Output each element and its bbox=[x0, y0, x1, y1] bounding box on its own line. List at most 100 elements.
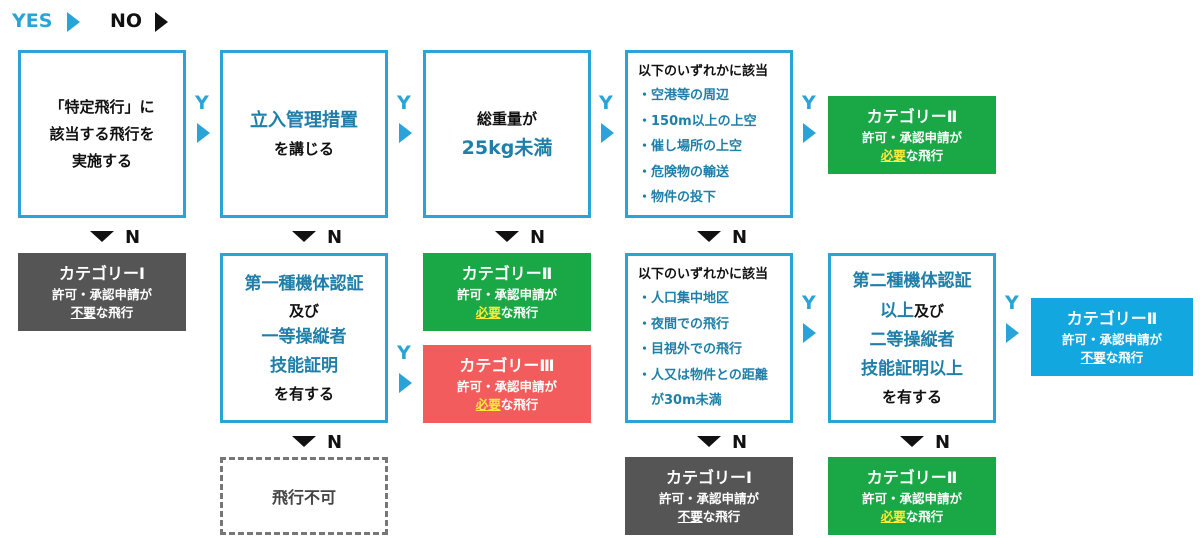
no-mark-4: N bbox=[732, 227, 748, 248]
q6-item: ・目視外での飛行 bbox=[638, 342, 743, 357]
q2-line2: を講じる bbox=[273, 139, 334, 158]
category-title: カテゴリーⅡ bbox=[1066, 309, 1158, 328]
q1-line2: 該当する飛行を bbox=[49, 124, 155, 143]
no-arrow-4-icon bbox=[697, 231, 721, 242]
required-word: 必要 bbox=[880, 148, 906, 163]
q5-class1-certification-box: 第一種機体認証 及び 一等操縦者 技能証明 を有する bbox=[220, 253, 388, 423]
yes-mark-7: Y bbox=[1005, 292, 1019, 314]
q4-title: 以下のいずれかに該当 bbox=[638, 64, 769, 79]
category-1-box-bottom: カテゴリーⅠ 許可・承認申請が 不要な飛行 bbox=[625, 457, 793, 535]
yes-arrow-6-icon bbox=[803, 323, 816, 343]
category-title: カテゴリーⅡ bbox=[866, 468, 958, 487]
q5-line4: 技能証明 bbox=[270, 355, 338, 376]
yes-arrow-3-icon bbox=[601, 123, 614, 143]
category-2-required-box-top: カテゴリーⅡ 許可・承認申請が 必要な飛行 bbox=[828, 96, 996, 174]
yes-mark-3: Y bbox=[599, 92, 613, 114]
q6-item: ・人又は物件との距離 bbox=[638, 367, 768, 383]
no-mark-6: N bbox=[732, 432, 748, 453]
category-2-required-box-mid: カテゴリーⅡ 許可・承認申請が 必要な飛行 bbox=[423, 253, 591, 331]
q7-line2b: 及び bbox=[913, 301, 944, 320]
category-1-box-left: カテゴリーⅠ 許可・承認申請が 不要な飛行 bbox=[18, 253, 186, 331]
category-title: カテゴリーⅠ bbox=[59, 264, 145, 283]
no-mark-1: N bbox=[125, 227, 141, 248]
category-2-required-box-bottom: カテゴリーⅡ 許可・承認申請が 必要な飛行 bbox=[828, 457, 996, 535]
q6-title: 以下のいずれかに該当 bbox=[638, 267, 769, 282]
required-word: 必要 bbox=[880, 509, 906, 524]
q3-line1: 総重量が bbox=[476, 109, 537, 128]
permit-text: 許可・承認申請が bbox=[51, 287, 152, 302]
legend-yes-label: YES bbox=[12, 10, 53, 32]
q4-item: ・150m以上の上空 bbox=[638, 113, 757, 129]
q5-line2: 及び bbox=[288, 301, 319, 320]
flight-suffix: な飛行 bbox=[500, 305, 539, 320]
category-3-box: カテゴリーⅢ 許可・承認申請が 必要な飛行 bbox=[423, 345, 591, 423]
yes-mark-4: Y bbox=[802, 92, 816, 114]
category-title: カテゴリーⅠ bbox=[666, 468, 752, 487]
q7-class2-certification-box: 第二種機体認証 以上及び 二等操縦者 技能証明以上 を有する bbox=[828, 253, 996, 423]
q5-line3: 一等操縦者 bbox=[261, 326, 347, 347]
unnecessary-word: 不要 bbox=[70, 305, 96, 320]
yes-mark-2: Y bbox=[397, 92, 411, 114]
no-arrow-2-icon bbox=[292, 231, 316, 242]
flight-suffix: な飛行 bbox=[1105, 350, 1144, 365]
q4-item: ・空港等の周辺 bbox=[638, 88, 730, 103]
unnecessary-word: 不要 bbox=[677, 509, 703, 524]
no-mark-2: N bbox=[327, 227, 343, 248]
no-mark-5: N bbox=[327, 432, 343, 453]
required-word: 必要 bbox=[475, 305, 501, 320]
no-arrow-7-icon bbox=[900, 436, 924, 447]
flight-suffix: な飛行 bbox=[905, 509, 944, 524]
q6-item: ・夜間での飛行 bbox=[638, 316, 730, 332]
category-title: カテゴリーⅡ bbox=[866, 107, 958, 126]
q6-item: ・人口集中地区 bbox=[638, 291, 730, 306]
q7-line3: 二等操縦者 bbox=[869, 329, 955, 350]
q4-item: ・危険物の輸送 bbox=[638, 164, 730, 180]
q7-line2a: 以上 bbox=[879, 300, 914, 321]
no-arrow-5-icon bbox=[292, 436, 316, 447]
flight-not-allowed-box: 飛行不可 bbox=[220, 457, 388, 535]
no-arrow-1-icon bbox=[90, 231, 114, 242]
unnecessary-word: 不要 bbox=[1080, 350, 1106, 365]
q2-line1: 立入管理措置 bbox=[250, 109, 358, 131]
q2-entry-control-box: 立入管理措置 を講じる bbox=[220, 50, 388, 218]
legend-yes-arrow-icon bbox=[67, 12, 80, 32]
category-2-unnecessary-box: カテゴリーⅡ 許可・承認申請が 不要な飛行 bbox=[1031, 298, 1193, 376]
q4-item: ・物件の投下 bbox=[638, 190, 717, 205]
permit-text: 許可・承認申請が bbox=[861, 130, 962, 145]
permit-text: 許可・承認申請が bbox=[456, 379, 557, 394]
no-mark-7: N bbox=[935, 432, 951, 453]
q6-item: が30m未満 bbox=[638, 393, 722, 408]
yes-arrow-1-icon bbox=[197, 123, 210, 143]
q7-line5: を有する bbox=[881, 387, 942, 406]
q5-line5: を有する bbox=[273, 384, 334, 403]
q5-line1: 第一種機体認証 bbox=[244, 273, 364, 294]
q7-line1: 第二種機体認証 bbox=[852, 270, 972, 291]
no-arrow-6-icon bbox=[697, 436, 721, 447]
yes-mark-5: Y bbox=[397, 342, 411, 364]
q1-specified-flight-box: 「特定飛行」に 該当する飛行を 実施する bbox=[18, 50, 186, 218]
q1-line1: 「特定飛行」に bbox=[49, 97, 155, 116]
legend-no-arrow-icon bbox=[155, 12, 168, 32]
permit-text: 許可・承認申請が bbox=[456, 287, 557, 302]
flight-suffix: な飛行 bbox=[905, 148, 944, 163]
q4-item: ・催し場所の上空 bbox=[638, 139, 743, 154]
q4-condition-list-box: 以下のいずれかに該当 ・空港等の周辺 ・150m以上の上空 ・催し場所の上空 ・… bbox=[625, 50, 793, 218]
required-word: 必要 bbox=[475, 397, 501, 412]
flight-suffix: な飛行 bbox=[95, 305, 134, 320]
flight-suffix: な飛行 bbox=[702, 509, 741, 524]
yes-arrow-2-icon bbox=[399, 123, 412, 143]
flight-suffix: な飛行 bbox=[500, 397, 539, 412]
permit-text: 許可・承認申請が bbox=[861, 491, 962, 506]
category-title: カテゴリーⅢ bbox=[459, 356, 555, 375]
yes-arrow-5-icon bbox=[399, 373, 412, 393]
q3-weight-box: 総重量が 25kg未満 bbox=[423, 50, 591, 218]
q6-condition-list-box: 以下のいずれかに該当 ・人口集中地区 ・夜間での飛行 ・目視外での飛行 ・人又は… bbox=[625, 253, 793, 423]
yes-arrow-7-icon bbox=[1006, 323, 1019, 343]
yes-mark-1: Y bbox=[195, 92, 209, 114]
no-mark-3: N bbox=[530, 227, 546, 248]
permit-text: 許可・承認申請が bbox=[658, 491, 759, 506]
legend-no-label: NO bbox=[110, 10, 143, 32]
q7-line4: 技能証明以上 bbox=[861, 358, 963, 379]
yes-arrow-4-icon bbox=[803, 123, 816, 143]
no-arrow-3-icon bbox=[495, 231, 519, 242]
